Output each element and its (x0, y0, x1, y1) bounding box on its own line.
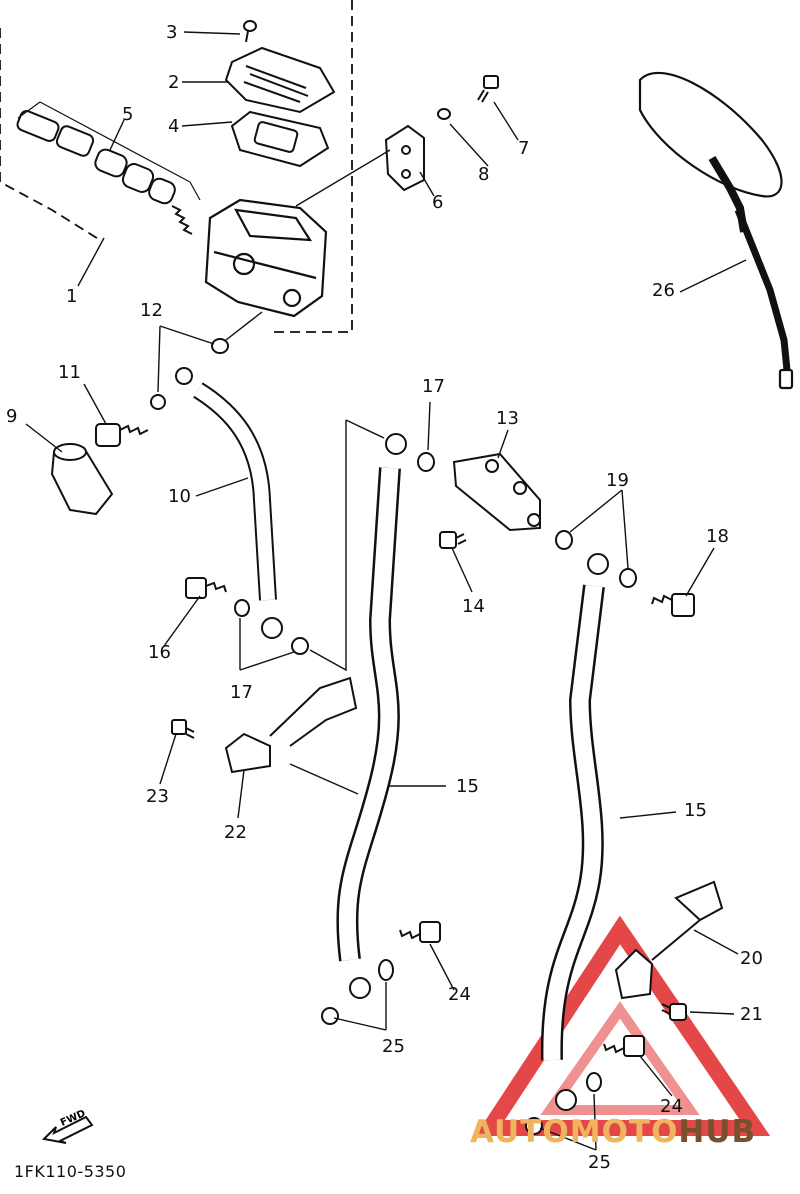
callout-7: 7 (518, 138, 530, 159)
callout-24-right: 24 (660, 1096, 683, 1117)
callout-10: 10 (168, 486, 191, 507)
boot-cap-part-9 (50, 443, 114, 516)
watermark-triangle (475, 915, 771, 1136)
callout-21: 21 (740, 1004, 763, 1025)
screw-part-3 (243, 20, 257, 43)
watermark-part-1: AUTO (470, 1114, 570, 1150)
callout-5: 5 (122, 104, 134, 125)
leader-lines (25, 31, 747, 1151)
callout-24-left: 24 (448, 984, 471, 1005)
banjo-bolts-part-24 (399, 921, 645, 1057)
washers-part-25 (321, 959, 602, 1135)
forward-direction-arrow: FWD (40, 1103, 100, 1151)
callout-15-left: 15 (456, 776, 479, 797)
callout-6: 6 (432, 192, 444, 213)
joint-part-13 (452, 452, 541, 532)
washers-part-17-lower (234, 599, 309, 655)
callout-23: 23 (146, 786, 169, 807)
callout-17-lower: 17 (230, 682, 253, 703)
assembly-boundary (0, 0, 353, 333)
diagram-code: 1FK110-5350 (14, 1162, 127, 1181)
bolt-part-7 (477, 75, 499, 103)
bolt-part-14 (439, 531, 467, 549)
callout-17-upper: 17 (422, 376, 445, 397)
banjo-bolt-part-16 (185, 577, 227, 599)
callout-1: 1 (66, 286, 78, 307)
watermark-part-3: HUB (678, 1114, 757, 1150)
bracket-part-6 (384, 124, 425, 192)
washer-part-8 (437, 108, 451, 120)
callout-19: 19 (606, 470, 629, 491)
mirror-part-26 (638, 71, 794, 390)
callout-22: 22 (224, 822, 247, 843)
callout-20: 20 (740, 948, 763, 969)
banjo-bolt-part-11 (95, 423, 149, 447)
callout-26: 26 (652, 280, 675, 301)
callout-2: 2 (168, 72, 180, 93)
callout-9: 9 (6, 406, 18, 427)
master-cylinder-body (204, 198, 328, 318)
bolt-part-23 (171, 719, 195, 739)
callout-12: 12 (140, 300, 163, 321)
callout-11: 11 (58, 362, 81, 383)
callout-25-left: 25 (382, 1036, 405, 1057)
callout-15-right: 15 (684, 800, 707, 821)
banjo-bolt-part-18 (651, 593, 695, 617)
fwd-arrow-icon (41, 1115, 94, 1144)
piston-kit-part-5 (16, 101, 201, 235)
watermark-text: AUTOMOTOHUB (470, 1114, 756, 1150)
callout-13: 13 (496, 408, 519, 429)
hose-clamp-part-22 (224, 676, 358, 774)
washer-part-17-upper (417, 452, 435, 472)
long-hose-part-15-left (336, 433, 407, 999)
watermark-part-2: MOTO (569, 1114, 679, 1150)
reservoir-cap-part-2 (224, 46, 336, 114)
diaphragm-part-4 (230, 110, 330, 168)
callout-25-right: 25 (588, 1152, 611, 1173)
long-hose-part-15-right (540, 553, 609, 1111)
short-hose-part-10 (175, 367, 283, 639)
callout-8: 8 (478, 164, 490, 185)
callout-14: 14 (462, 596, 485, 617)
callout-18: 18 (706, 526, 729, 547)
washers-part-12 (150, 338, 229, 410)
callout-16: 16 (148, 642, 171, 663)
callout-4: 4 (168, 116, 180, 137)
bolt-part-21 (661, 1003, 687, 1021)
hose-guide-part-20 (614, 880, 724, 1000)
washers-part-19 (555, 530, 637, 588)
callout-3: 3 (166, 22, 178, 43)
